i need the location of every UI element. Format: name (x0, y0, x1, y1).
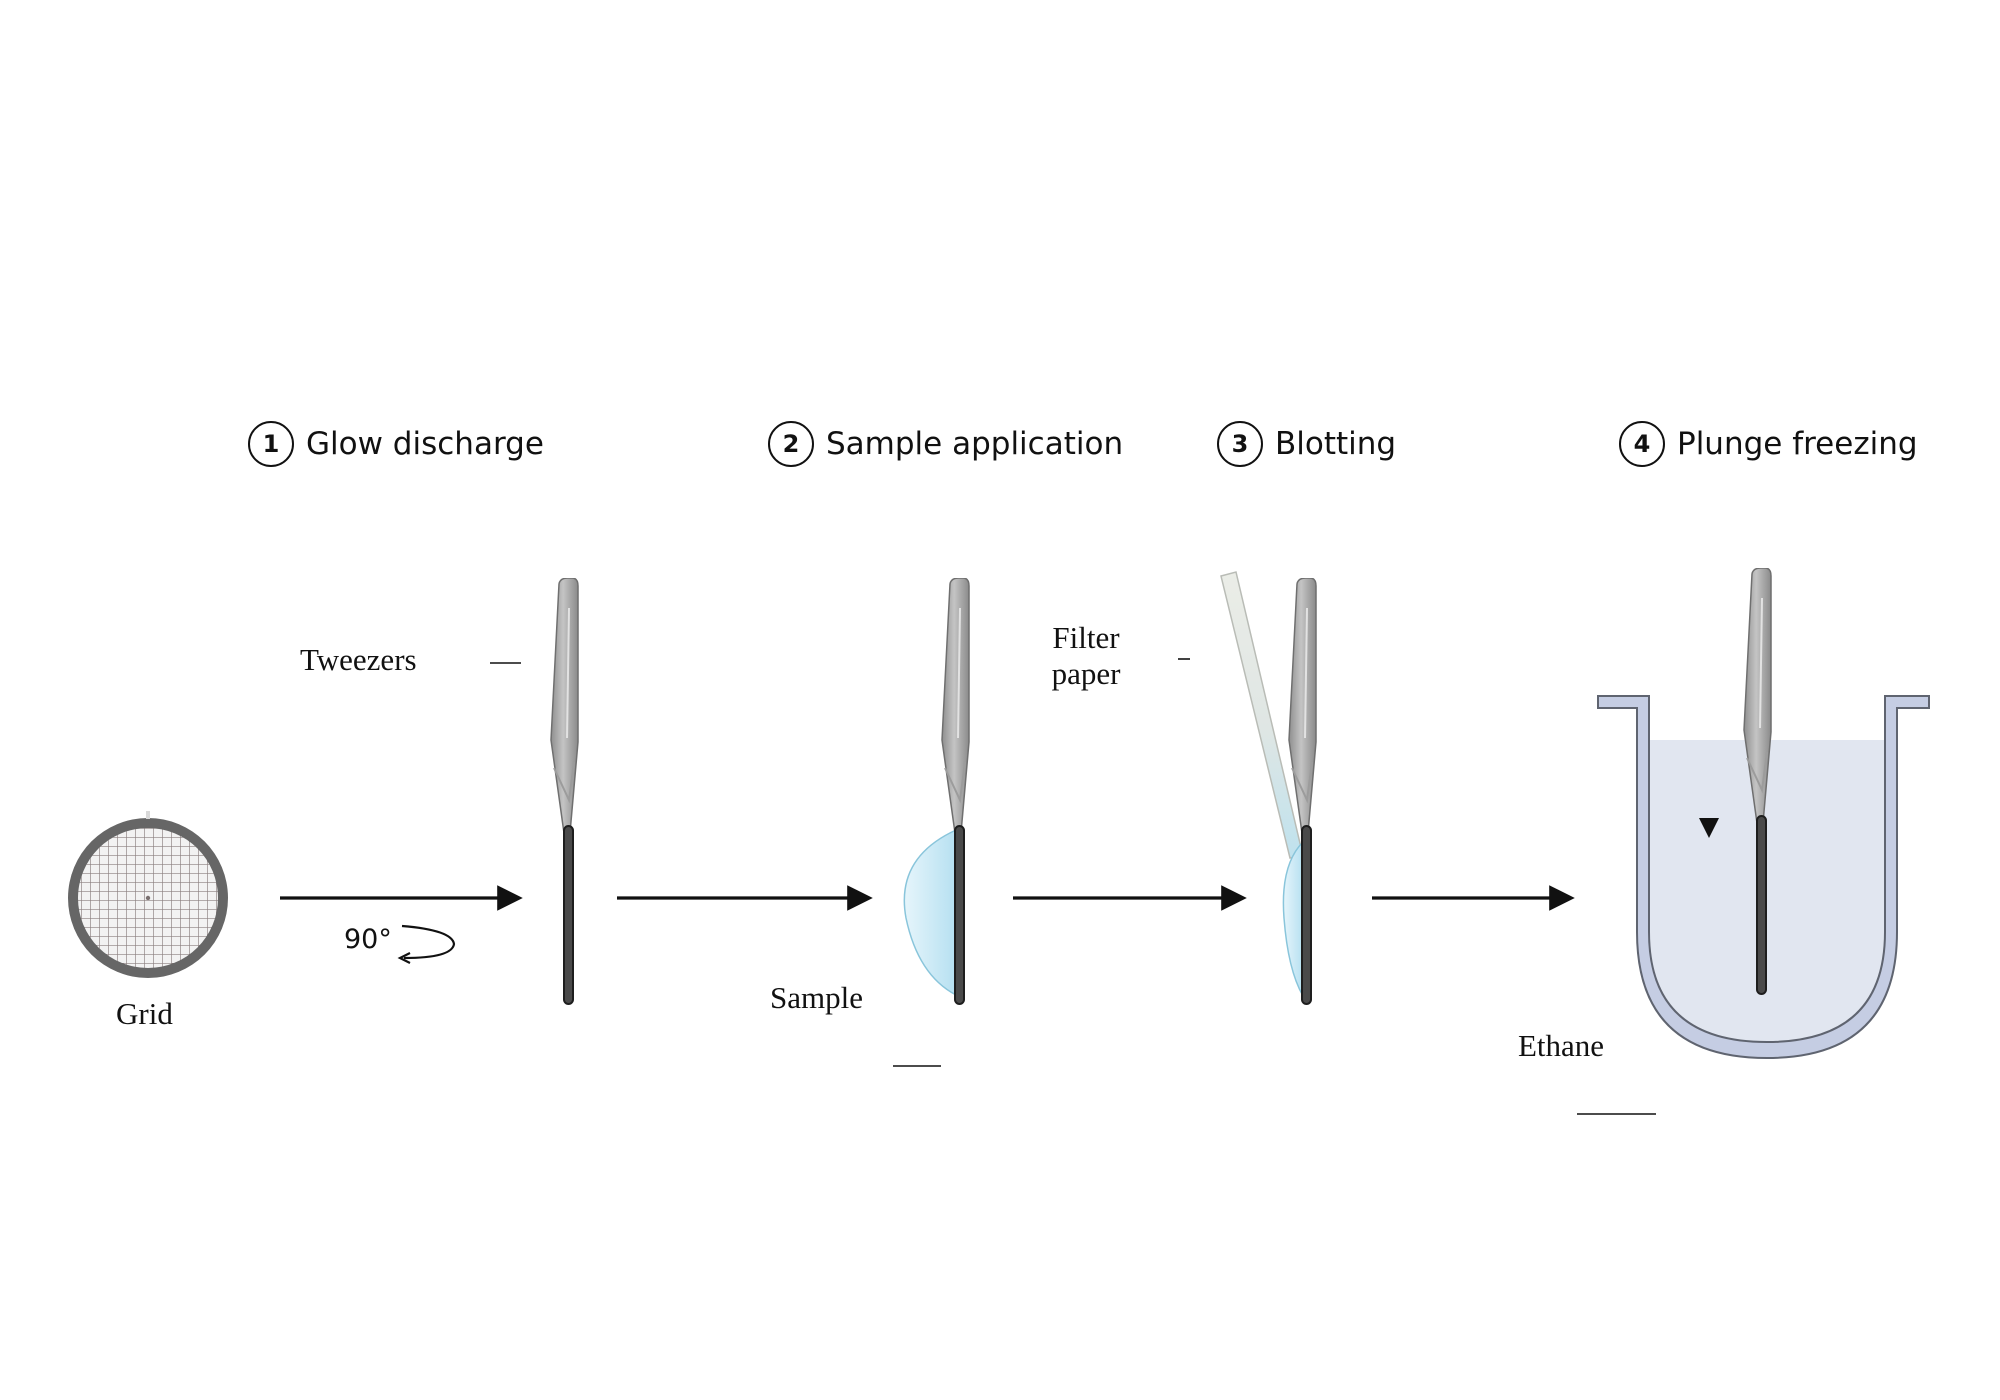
dewar-icon (1597, 695, 1930, 1060)
step-4-title: 4 Plunge freezing (1619, 421, 1918, 467)
step-1-number-badge: 1 (248, 421, 294, 467)
grid-icon (68, 811, 228, 978)
step-3-label: Blotting (1275, 426, 1397, 462)
tweezers-icon (550, 578, 579, 1005)
step-2-label: Sample application (826, 426, 1124, 462)
step-3-title: 3 Blotting (1217, 421, 1396, 467)
sample-drop-icon (903, 828, 957, 997)
filter-paper-label-line-1: Filter (1052, 620, 1120, 655)
step-2-number-badge: 2 (768, 421, 814, 467)
filter-paper-label: Filter paper (1040, 620, 1132, 692)
plunge-arrow-head (1699, 818, 1719, 838)
step-3-number-badge: 3 (1217, 421, 1263, 467)
grid-label: Grid (116, 996, 173, 1031)
filter-paper-label-line-2: paper (1051, 656, 1121, 691)
step-4-label: Plunge freezing (1677, 426, 1918, 462)
rotation-arrow-icon (397, 924, 456, 964)
blotting-step (1220, 571, 1317, 1005)
step-1-title: 1 Glow discharge (248, 421, 544, 467)
ethane-label: Ethane (1518, 1028, 1605, 1063)
plunge-freezing-step (1597, 568, 1930, 1060)
step-1-label: Glow discharge (306, 426, 544, 462)
step-2-title: 2 Sample application (768, 421, 1123, 467)
sample-drop-icon (1282, 840, 1304, 999)
tweezers-label: Tweezers (300, 642, 417, 677)
rotation-angle-label: 90° (344, 924, 392, 955)
sample-label: Sample (770, 980, 863, 1015)
sample-step (903, 578, 970, 1005)
step-4-number-badge: 4 (1619, 421, 1665, 467)
